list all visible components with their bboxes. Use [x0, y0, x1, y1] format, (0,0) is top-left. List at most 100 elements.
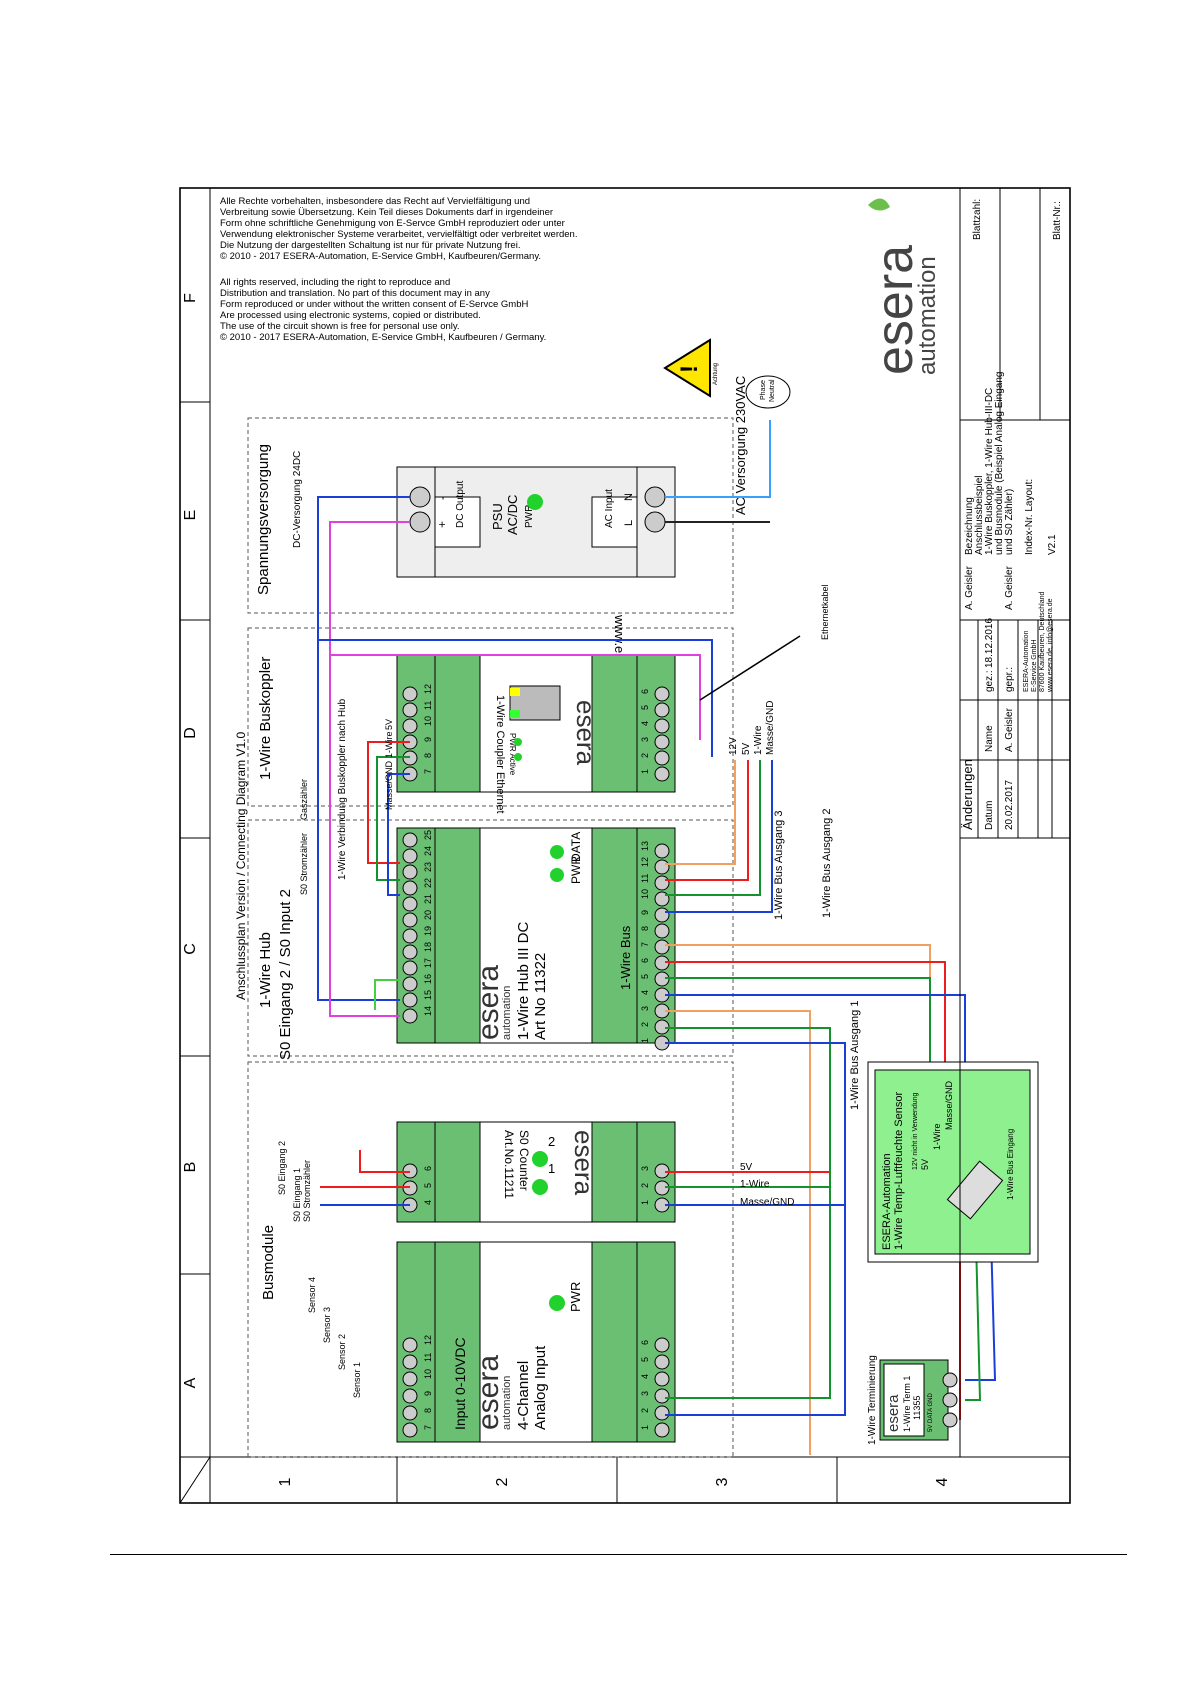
- analog-line1: 4-Channel: [515, 1361, 532, 1430]
- hub-top-terminal-18: [402, 944, 418, 960]
- hub-top-pin-label-17: 17: [423, 958, 433, 968]
- counter-bottom-pin-label-1: 1: [640, 1200, 650, 1205]
- analog-bottom-terminal-5: [654, 1354, 670, 1370]
- hub-top-terminal-19: [402, 928, 418, 944]
- label-s0-strom: S0 Stromzähler: [299, 833, 309, 895]
- hub-bottom-pin-label-5: 5: [640, 974, 650, 979]
- logo-automation-small: automation: [501, 1376, 513, 1430]
- hub-line1: 1-Wire Hub III DC: [515, 921, 532, 1040]
- tb-company-4: www.esera.de, info@esera.de: [1047, 598, 1054, 693]
- label-bus-ausgang3: 1-Wire Bus Ausgang 3: [773, 811, 785, 920]
- hub-bottom-pin-label-3: 3: [640, 1006, 650, 1011]
- coupler-bottom-terminal-5: [654, 702, 670, 718]
- label-bus-ausgang2: 1-Wire Bus Ausgang 2: [821, 809, 833, 918]
- hub-bottom-terminal-11: [654, 875, 670, 891]
- hub-top-pin-label-14: 14: [423, 1006, 433, 1016]
- analog-top-terminal-10: [402, 1371, 418, 1387]
- label-s0-zaehler: S0 Stromzähler: [302, 1160, 312, 1222]
- sensor-line2: 1-Wire Temp-Luftfeuchte Sensor: [893, 1092, 905, 1250]
- label-achtung: Achtung: [713, 363, 719, 385]
- tb-index: Index-Nr. Layout:: [1024, 479, 1035, 555]
- tb-gepr: gepr.:: [1004, 667, 1015, 692]
- hub-top-terminal-23: [402, 864, 418, 880]
- coupler-top-terminal-11: [402, 702, 418, 718]
- label-sensor4: Sensor 4: [307, 1277, 317, 1313]
- coupler-bottom-terminal-3: [654, 734, 670, 750]
- section-spannung: [247, 417, 734, 614]
- coupler-top-pin-label-11: 11: [423, 701, 433, 710]
- hub-data: DATA: [569, 832, 583, 862]
- label-out-12v: 12V: [728, 737, 739, 755]
- row-label-4: 4: [934, 1477, 951, 1486]
- analog-bottom-pin-label-6: 6: [640, 1340, 650, 1345]
- psu-line2: AC/DC: [505, 495, 520, 535]
- counter-line2: Art.No.11211: [502, 1130, 516, 1199]
- label-1wire: 1-Wire: [384, 732, 394, 759]
- hub-bottom-pin-label-4: 4: [640, 990, 650, 995]
- label-bus-ausgang1: 1-Wire Bus Ausgang 1: [849, 1001, 861, 1110]
- terminals: 7891011121234564561231415161718192021222…: [402, 684, 670, 1438]
- tb-bez-3: und Busmodule (Beispiel Analog Eingang: [994, 372, 1005, 555]
- logo-esera: esera: [866, 245, 924, 375]
- tb-bezeichnung: Bezeichnung: [964, 497, 975, 555]
- label-phase: Phase: [760, 380, 767, 400]
- esera-logo: esera automation: [866, 198, 941, 375]
- hub-bottom-terminal-12: [654, 859, 670, 875]
- label-hub-title: 1-Wire Hub: [257, 932, 274, 1008]
- tb-bez-1: Anschlussbeispiel: [974, 476, 985, 556]
- module-sensor: ESERA-Automation 1-Wire Temp-Luftfeuchte…: [867, 1061, 1039, 1263]
- logo-esera-small: esera: [472, 1355, 505, 1430]
- copyright-en-5: The use of the circuit shown is free for…: [220, 321, 460, 332]
- col-label-e: E: [182, 510, 199, 521]
- copyright-de-3: Form ohne schriftliche Genehmigung von E…: [220, 218, 565, 229]
- tb-gez: gez.:: [984, 670, 995, 692]
- psu-pwr: PWR: [524, 505, 535, 528]
- copyright-de-6: © 2010 - 2017 ESERA-Automation, E-Servic…: [220, 251, 541, 262]
- module-coupler: esera 1-Wire Coupler Ethernet PWR Active: [396, 654, 676, 814]
- label-ac-supply: AC Versorgung 230VAC: [733, 376, 748, 515]
- copyright-en-1: All rights reserved, including the right…: [220, 277, 450, 288]
- hub-logo: esera: [472, 965, 505, 1040]
- coupler-bottom-pin-label-3: 3: [640, 737, 650, 742]
- tb-gepr-name: A. Geisler: [1004, 565, 1015, 610]
- analog-bottom-pin-label-4: 4: [640, 1374, 650, 1379]
- phase-neutral-plug: [745, 375, 791, 409]
- label-sensor1: Sensor 1: [352, 1362, 362, 1398]
- label-busmodule: Busmodule: [260, 1225, 277, 1300]
- hub-bottom-pin-label-7: 7: [640, 942, 650, 947]
- label-out-gnd: Masse/GND: [765, 701, 776, 755]
- pwr-led: [549, 1295, 565, 1311]
- label-out-5v: 5V: [741, 742, 752, 755]
- hub-top-pin-label-24: 24: [423, 846, 433, 856]
- analog-bottom-terminal-4: [654, 1371, 670, 1387]
- hub-top-terminal-21: [402, 896, 418, 912]
- section-buskoppler: [247, 627, 734, 807]
- hub-bottom-pin-label-9: 9: [640, 910, 650, 915]
- hub-top-terminal-22: [402, 880, 418, 896]
- analog-line2: Analog Input: [532, 1345, 549, 1430]
- analog-top-pin-label-8: 8: [423, 1408, 433, 1413]
- tb-name: Name: [984, 725, 995, 752]
- hub-pwr: PWR: [569, 856, 583, 884]
- coupler-line1: 1-Wire Coupler Ethernet: [494, 695, 506, 814]
- module-psu: DC Output AC Input PSU AC/DC PWR + - L N: [396, 466, 676, 578]
- term-line2: 11355: [912, 1396, 922, 1420]
- coupler-top-terminal-10: [402, 718, 418, 734]
- hub-top-terminal-15: [402, 992, 418, 1008]
- label-counter-5v: 5V: [740, 1162, 753, 1173]
- hub-top-pin-label-18: 18: [423, 942, 433, 952]
- hub-bottom-pin-label-1: 1: [640, 1038, 650, 1043]
- sensor-bus-in: 1-Wire Bus Eingang: [1006, 1129, 1015, 1200]
- counter-bottom-pin-label-3: 3: [640, 1166, 650, 1171]
- tb-gez-name: A. Geisler: [964, 565, 975, 610]
- hub-bottom-terminal-8: [654, 923, 670, 939]
- hub-top-terminal-16: [402, 976, 418, 992]
- counter-bottom-pin-label-2: 2: [640, 1183, 650, 1188]
- term-line1: 1-Wire Term 1: [902, 1376, 912, 1432]
- analog-top-pin-label-10: 10: [423, 1369, 433, 1379]
- hub-top-terminal-17: [402, 960, 418, 976]
- hub-top-pin-label-23: 23: [423, 862, 433, 872]
- logo-automation: automation: [914, 256, 941, 375]
- psu-ac-input: AC Input: [604, 489, 615, 528]
- warning-icon: ! Achtung: [663, 338, 719, 398]
